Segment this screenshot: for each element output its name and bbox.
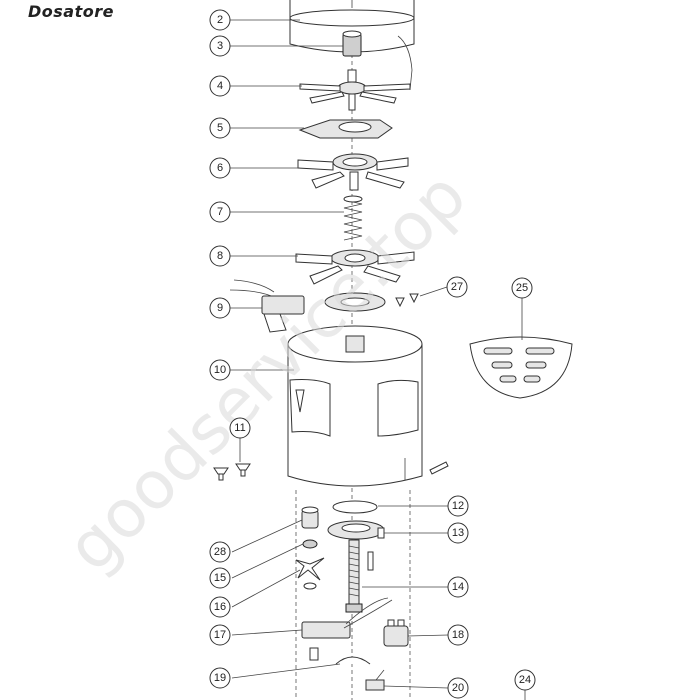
svg-text:2: 2 [217,14,223,26]
svg-text:14: 14 [452,581,464,593]
callout-2: 2 [209,9,231,31]
svg-text:27: 27 [451,281,463,293]
callout-14: 14 [447,576,469,598]
part-13-ring-nut [327,520,385,540]
diagram-title: Dosatore [28,2,114,21]
svg-text:13: 13 [452,527,464,539]
part-16-star-wheel [295,557,325,590]
part-18-micro-motor [383,619,409,647]
part-14-threaded-rod [345,539,374,613]
svg-text:16: 16 [214,601,226,613]
callout-17: 17 [209,624,231,646]
part-6-agitator [297,153,409,191]
part-7-spring [343,195,363,241]
part-4-agitator [299,69,411,111]
callout-27: 27 [446,276,468,298]
callout-18: 18 [447,624,469,646]
svg-text:19: 19 [214,672,226,684]
callout-7: 7 [209,201,231,223]
part-19-spring-clip [309,647,371,665]
svg-text:6: 6 [217,162,223,174]
svg-text:17: 17 [214,629,226,641]
svg-text:24: 24 [519,674,531,686]
svg-text:8: 8 [217,250,223,262]
callout-28: 28 [209,541,231,563]
svg-text:3: 3 [217,40,223,52]
part-11-screws [213,463,251,481]
svg-text:25: 25 [516,282,528,294]
svg-text:28: 28 [214,546,226,558]
callout-10: 10 [209,359,231,381]
part-12-gasket [332,500,378,514]
callout-25: 25 [511,277,533,299]
part-20-lever [365,669,385,691]
callout-6: 6 [209,157,231,179]
part-9-switch-block [229,279,305,333]
svg-text:9: 9 [217,302,223,314]
callout-3: 3 [209,35,231,57]
callout-13: 13 [447,522,469,544]
callout-11: 11 [229,417,251,439]
callout-12: 12 [447,495,469,517]
part-15-nut [302,539,318,549]
part-5-plate [298,119,393,139]
part-10-housing [287,325,449,487]
svg-text:10: 10 [214,364,226,376]
svg-text:5: 5 [217,122,223,134]
callout-24: 24 [514,669,536,691]
svg-text:15: 15 [214,572,226,584]
part-8-agitator [295,249,415,285]
callout-9: 9 [209,297,231,319]
svg-text:7: 7 [217,206,223,218]
callout-19: 19 [209,667,231,689]
part-27-washer [324,292,419,312]
svg-text:4: 4 [217,80,223,92]
leader-lines [230,19,523,689]
callout-20: 20 [447,677,469,699]
svg-text:18: 18 [452,629,464,641]
callout-5: 5 [209,117,231,139]
svg-text:11: 11 [234,422,245,434]
part-28-bushing [301,506,319,529]
callout-16: 16 [209,596,231,618]
part-25-cover [469,336,573,399]
svg-text:12: 12 [452,500,464,512]
callout-4: 4 [209,75,231,97]
svg-text:20: 20 [452,682,464,694]
part-3-coupling [342,30,413,91]
part-2-container [289,0,415,53]
callout-15: 15 [209,567,231,589]
callout-8: 8 [209,245,231,267]
